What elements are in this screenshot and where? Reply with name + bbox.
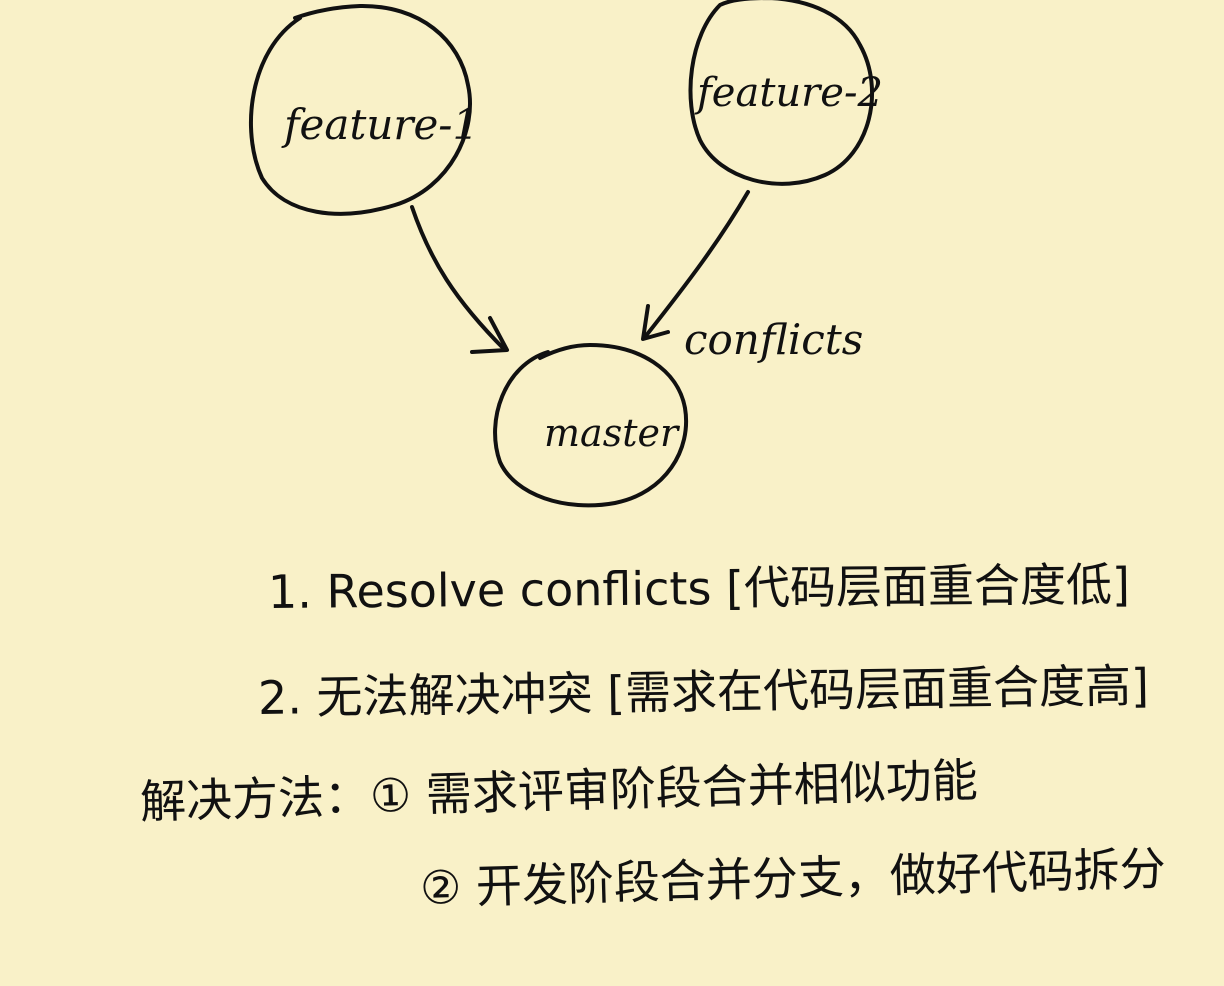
note-resolve-conflicts: 1. Resolve conflicts [代码层面重合度低] — [267, 557, 1131, 619]
conflicts-edge-label: conflicts — [684, 315, 863, 364]
arrow-feature-2-to-master — [643, 190, 750, 339]
arrow-feature-1-to-master — [410, 205, 507, 352]
feature-1-node-label: feature-1 — [281, 100, 479, 149]
master-node-circle — [493, 343, 689, 508]
feature-1-node-circle — [249, 3, 472, 216]
feature-2-node-circle — [688, 0, 875, 186]
arrowhead-feature-1-to-master — [470, 316, 509, 354]
arrowhead-feature-2-to-master — [641, 304, 670, 341]
feature-2-node-label: feature-2 — [694, 70, 883, 116]
master-node-label: master — [544, 411, 681, 455]
note-cannot-resolve: 2. 无法解决冲突 [需求在代码层面重合度高] — [257, 658, 1150, 725]
